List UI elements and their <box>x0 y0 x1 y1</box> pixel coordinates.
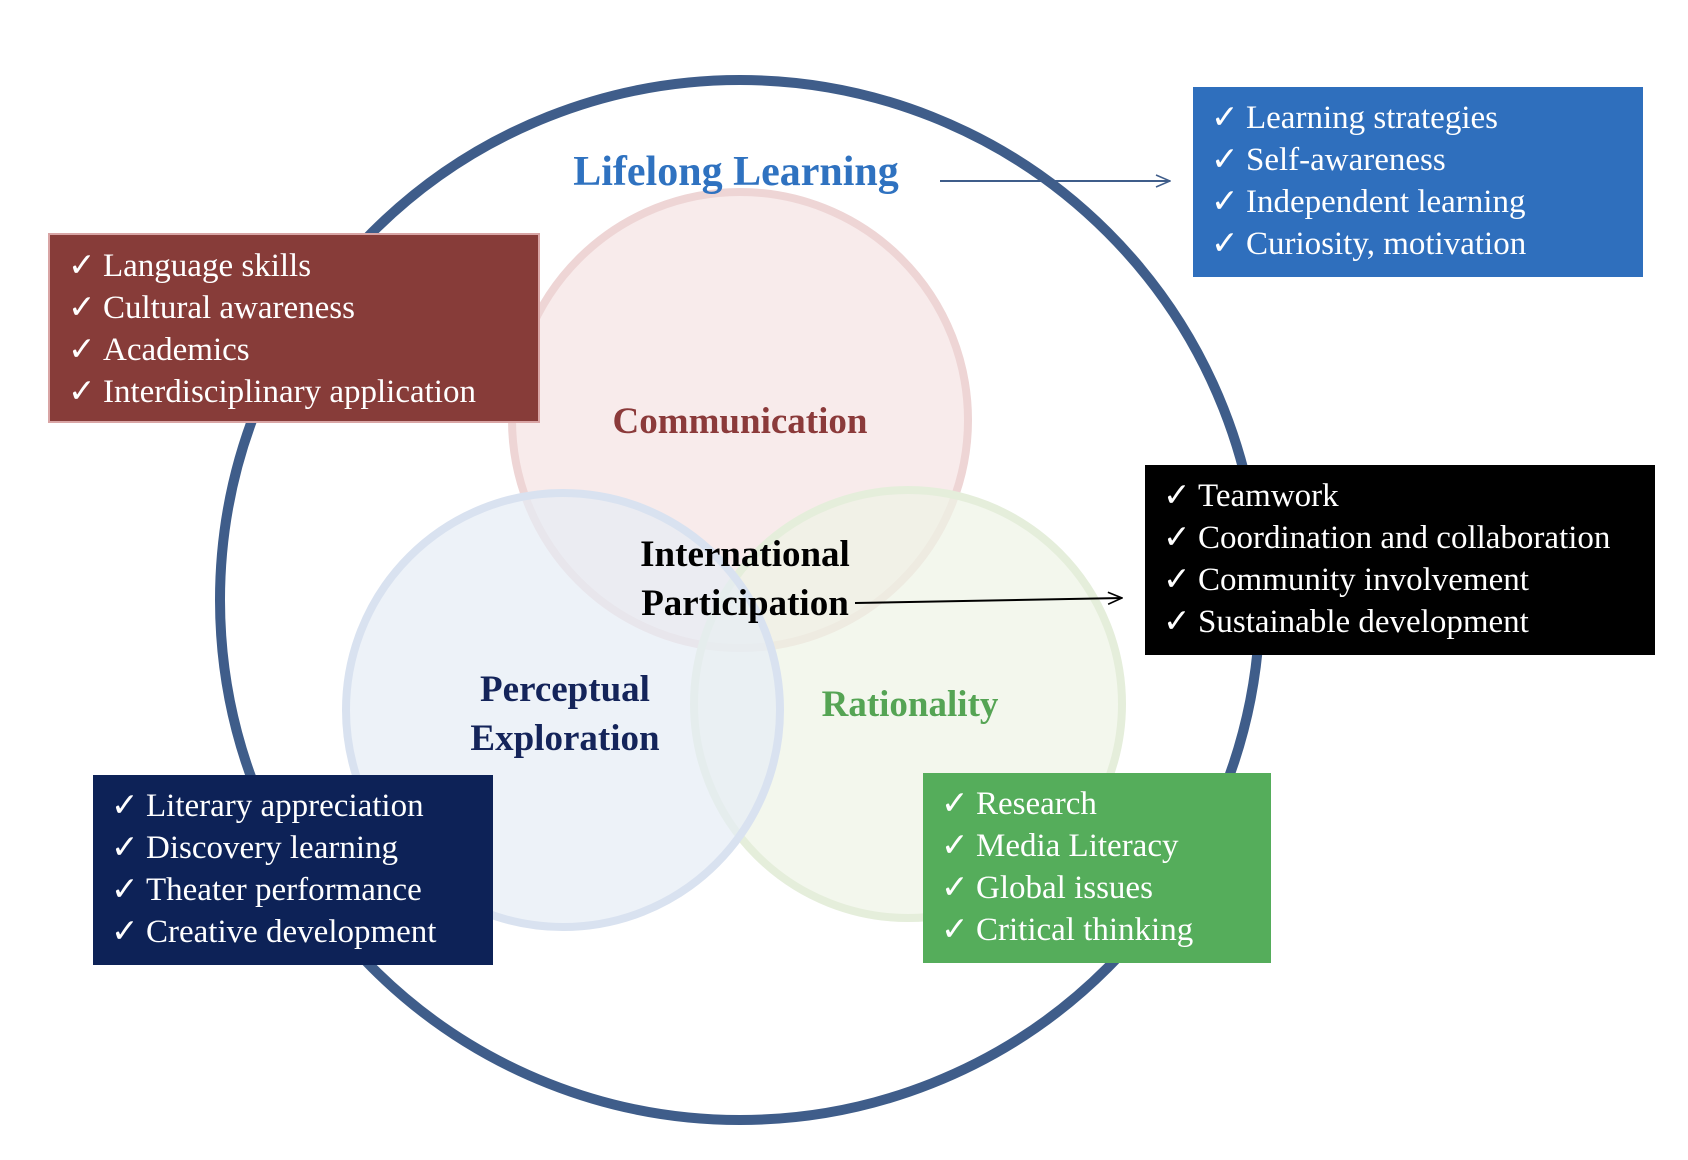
item-label: Self-awareness <box>1246 142 1446 178</box>
list-item: ✓Learning strategies <box>1211 97 1625 139</box>
item-label: Learning strategies <box>1246 100 1498 136</box>
item-label: Language skills <box>103 248 312 284</box>
check-icon: ✓ <box>941 828 969 864</box>
item-label: Research <box>976 786 1097 822</box>
lifelong-learning-box: ✓Learning strategies ✓Self-awareness ✓In… <box>1193 87 1643 277</box>
list-item: ✓Language skills <box>68 245 520 287</box>
list-item: ✓Media Literacy <box>941 825 1253 867</box>
item-label: Coordination and collaboration <box>1198 520 1611 556</box>
list-item: ✓Literary appreciation <box>111 785 475 827</box>
list-item: ✓Cultural awareness <box>68 287 520 329</box>
check-icon: ✓ <box>941 870 969 906</box>
list-item: ✓Interdisciplinary application <box>68 371 520 413</box>
item-label: Cultural awareness <box>103 290 355 326</box>
center-label-line-1: International <box>640 534 850 575</box>
rationality-label: Rationality <box>821 684 999 725</box>
check-icon: ✓ <box>68 248 96 284</box>
item-label: Independent learning <box>1246 184 1526 220</box>
list-item: ✓Research <box>941 783 1253 825</box>
check-icon: ✓ <box>1163 604 1191 640</box>
rationality-box: ✓Research ✓Media Literacy ✓Global issues… <box>923 773 1271 963</box>
international-participation-label: International Participation <box>580 530 910 628</box>
check-icon: ✓ <box>941 786 969 822</box>
list-item: ✓Teamwork <box>1163 475 1637 517</box>
list-item: ✓Curiosity, motivation <box>1211 223 1625 265</box>
check-icon: ✓ <box>1163 562 1191 598</box>
check-icon: ✓ <box>111 914 139 950</box>
item-label: Global issues <box>976 870 1153 906</box>
check-icon: ✓ <box>68 290 96 326</box>
perceptual-exploration-label: Perceptual Exploration <box>420 665 710 763</box>
check-icon: ✓ <box>1211 142 1239 178</box>
list-item: ✓Discovery learning <box>111 827 475 869</box>
list-item: ✓Global issues <box>941 867 1253 909</box>
item-label: Creative development <box>146 914 437 950</box>
check-icon: ✓ <box>941 912 969 948</box>
check-icon: ✓ <box>68 374 96 410</box>
item-label: Theater performance <box>146 872 422 908</box>
check-icon: ✓ <box>1211 226 1239 262</box>
list-item: ✓Independent learning <box>1211 181 1625 223</box>
check-icon: ✓ <box>111 872 139 908</box>
center-label-line-2: Participation <box>641 583 849 624</box>
international-participation-box: ✓Teamwork ✓Coordination and collaboratio… <box>1145 465 1655 655</box>
item-label: Academics <box>103 332 250 368</box>
lifelong-learning-title: Lifelong Learning <box>573 149 899 195</box>
list-item: ✓Self-awareness <box>1211 139 1625 181</box>
item-label: Teamwork <box>1198 478 1339 514</box>
list-item: ✓Sustainable development <box>1163 601 1637 643</box>
item-label: Discovery learning <box>146 830 398 866</box>
list-item: ✓Community involvement <box>1163 559 1637 601</box>
item-label: Critical thinking <box>976 912 1194 948</box>
item-label: Media Literacy <box>976 828 1179 864</box>
communication-box: ✓Language skills ✓Cultural awareness ✓Ac… <box>48 233 540 423</box>
participation-arrow <box>854 598 1122 603</box>
item-label: Interdisciplinary application <box>103 374 476 410</box>
perceptual-label-line-1: Perceptual <box>480 669 650 710</box>
item-label: Sustainable development <box>1198 604 1529 640</box>
check-icon: ✓ <box>1211 184 1239 220</box>
item-label: Community involvement <box>1198 562 1529 598</box>
list-item: ✓Creative development <box>111 911 475 953</box>
item-label: Literary appreciation <box>146 788 424 824</box>
check-icon: ✓ <box>111 788 139 824</box>
list-item: ✓Academics <box>68 329 520 371</box>
perceptual-exploration-box: ✓Literary appreciation ✓Discovery learni… <box>93 775 493 965</box>
list-item: ✓Coordination and collaboration <box>1163 517 1637 559</box>
list-item: ✓Critical thinking <box>941 909 1253 951</box>
check-icon: ✓ <box>111 830 139 866</box>
item-label: Curiosity, motivation <box>1246 226 1527 262</box>
list-item: ✓Theater performance <box>111 869 475 911</box>
communication-label: Communication <box>612 401 868 442</box>
check-icon: ✓ <box>1163 520 1191 556</box>
check-icon: ✓ <box>1163 478 1191 514</box>
perceptual-label-line-2: Exploration <box>470 718 660 759</box>
check-icon: ✓ <box>68 332 96 368</box>
check-icon: ✓ <box>1211 100 1239 136</box>
